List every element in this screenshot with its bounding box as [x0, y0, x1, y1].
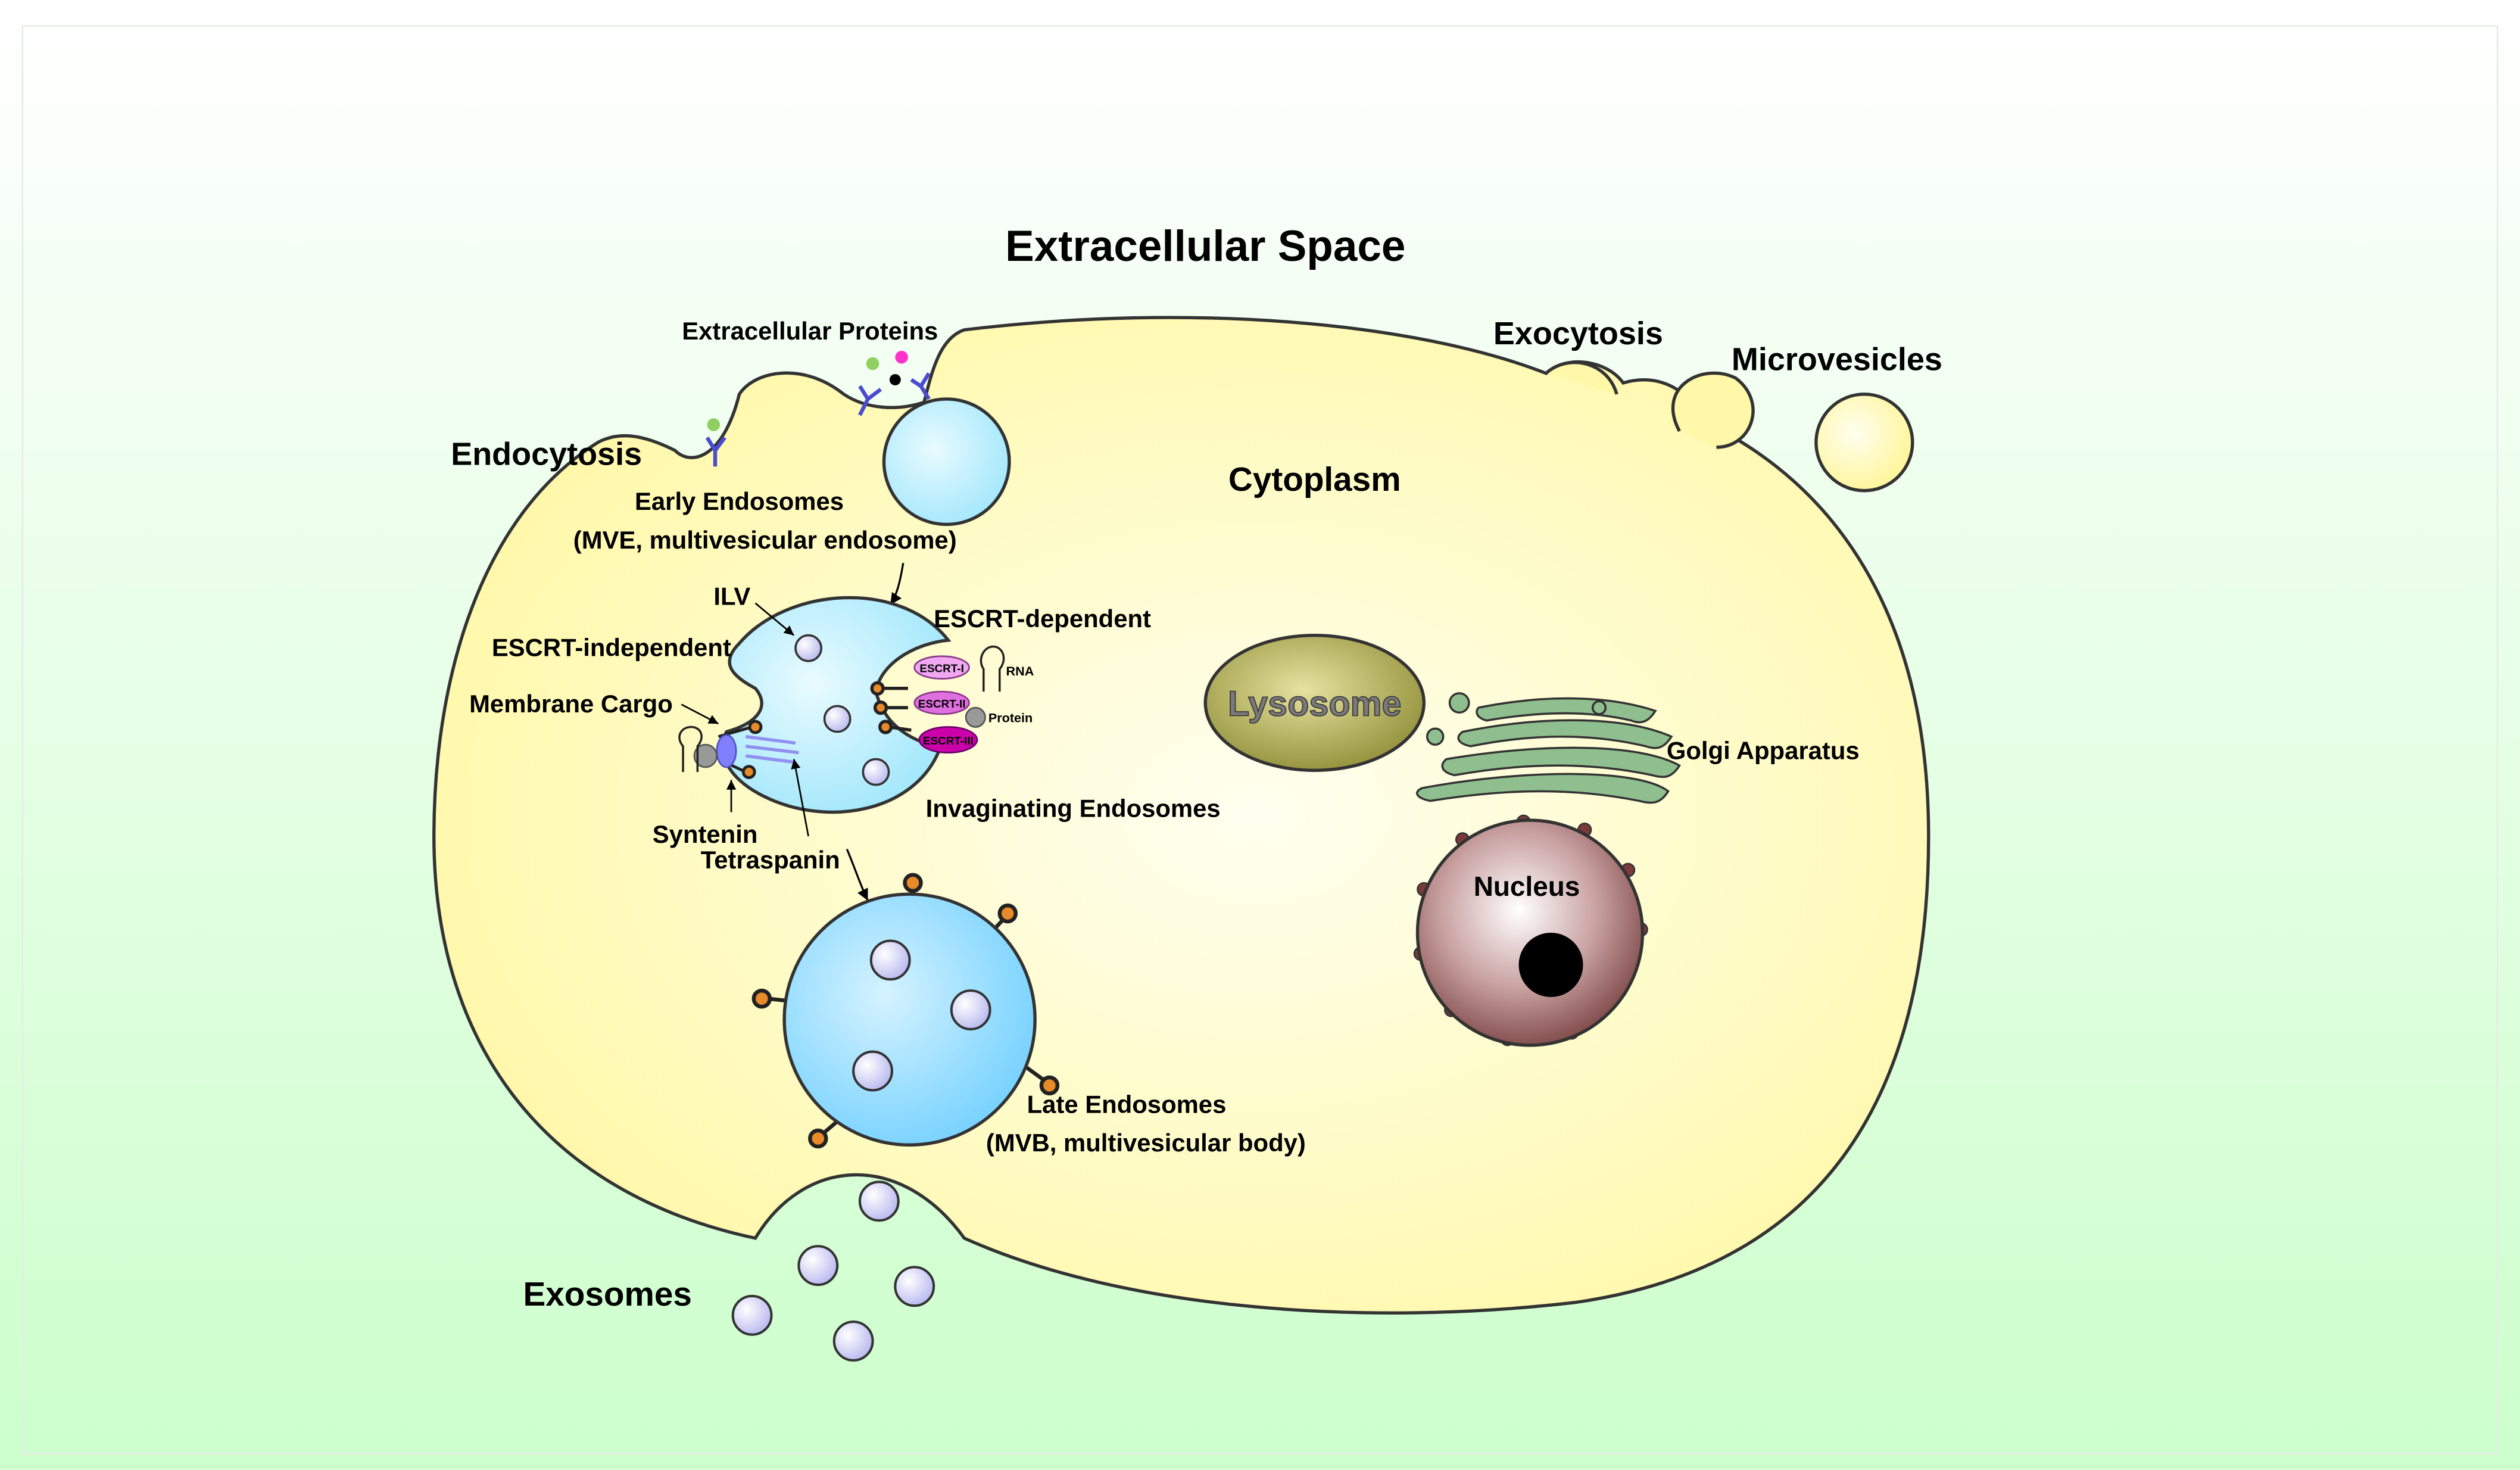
- label-early-endosomes: Early Endosomes: [635, 487, 844, 515]
- golgi-apparatus: [1416, 692, 1681, 804]
- label-ilv: ILV: [713, 582, 750, 610]
- exosome: [832, 1320, 874, 1362]
- microvesicle: [1814, 393, 1914, 493]
- rna-hairpin-icon: [980, 645, 1005, 692]
- arrow-tetraspanin: [791, 759, 809, 837]
- arrow-membrane-cargo: [681, 703, 719, 725]
- label-golgi-apparatus: Golgi Apparatus: [1667, 736, 1860, 764]
- microvesicle-bud: [1671, 371, 1755, 449]
- escrt-i-complex: [913, 655, 970, 680]
- exosome: [797, 1245, 839, 1287]
- arrow-invaginating-to-late: [846, 849, 869, 901]
- ilv-vesicle: [862, 758, 890, 786]
- label-escrt-independent: ESCRT-independent: [492, 634, 731, 662]
- label-exocytosis: Exocytosis: [1493, 316, 1663, 351]
- exosome: [894, 1266, 935, 1307]
- label-microvesicles: Microvesicles: [1732, 341, 1942, 377]
- label-cytoplasm: Cytoplasm: [1228, 461, 1401, 499]
- ilv-vesicle: [950, 989, 991, 1030]
- rna-hairpin-left-icon: [678, 725, 703, 773]
- protein-dot-green-2: [707, 418, 721, 431]
- exocytosis-bud: [1545, 360, 1618, 395]
- nucleus: [1415, 818, 1645, 1047]
- ilv-vesicle: [869, 939, 911, 981]
- label-extracellular-proteins: Extracellular Proteins: [682, 317, 938, 345]
- early-endosome-vesicle: [882, 397, 1011, 527]
- ilv-vesicle: [852, 1050, 893, 1092]
- label-nucleus: Nucleus: [1474, 871, 1580, 902]
- label-protein: Protein: [988, 710, 1033, 725]
- syntenin-icon: [716, 734, 737, 768]
- protein-sphere-left: [693, 743, 718, 768]
- frame-border: [21, 25, 2499, 1455]
- arrow-ilv: [754, 602, 795, 636]
- exosome: [858, 1181, 900, 1222]
- invaginating-endosome: [721, 596, 952, 814]
- label-lysosome: Lysosome: [1228, 684, 1401, 724]
- label-membrane-cargo: Membrane Cargo: [469, 690, 673, 718]
- escrt-iii-complex: [918, 726, 978, 754]
- label-invaginating-endosomes: Invaginating Endosomes: [926, 795, 1221, 823]
- protein-dot-green: [866, 357, 879, 370]
- ilv-vesicle: [794, 634, 822, 662]
- title-extracellular-space: Extracellular Space: [1005, 222, 1405, 270]
- escrt-ii-complex: [913, 690, 970, 715]
- label-escrt-dependent: ESCRT-dependent: [934, 605, 1151, 633]
- label-tetraspanin: Tetraspanin: [701, 846, 840, 874]
- escrt-stalks: [870, 681, 912, 734]
- label-rna: RNA: [1006, 664, 1034, 678]
- label-exosomes: Exosomes: [523, 1276, 692, 1313]
- exosome: [731, 1294, 773, 1336]
- label-syntenin: Syntenin: [653, 820, 758, 848]
- label-escrt-i: ESCRT-I: [919, 663, 963, 675]
- receptor-icons: [705, 372, 931, 467]
- label-late-endosomes: Late Endosomes: [1027, 1090, 1227, 1118]
- protein-dot-magenta: [895, 350, 908, 364]
- tetraspanin-icon: [745, 735, 799, 764]
- protein-sphere: [965, 706, 986, 728]
- label-late-endosomes-sub: (MVB, multivesicular body): [986, 1129, 1306, 1157]
- label-escrt-iii: ESCRT-III: [923, 735, 974, 748]
- lysosome: [1203, 633, 1426, 773]
- label-escrt-ii: ESCRT-II: [918, 698, 966, 711]
- ilv-vesicle: [823, 705, 852, 733]
- label-early-endosomes-sub: (MVE, multivesicular endosome): [573, 526, 957, 554]
- late-endosome: [782, 892, 1037, 1147]
- label-endocytosis: Endocytosis: [451, 437, 642, 472]
- nucleolus: [1518, 932, 1583, 997]
- protein-dot-black: [889, 374, 901, 385]
